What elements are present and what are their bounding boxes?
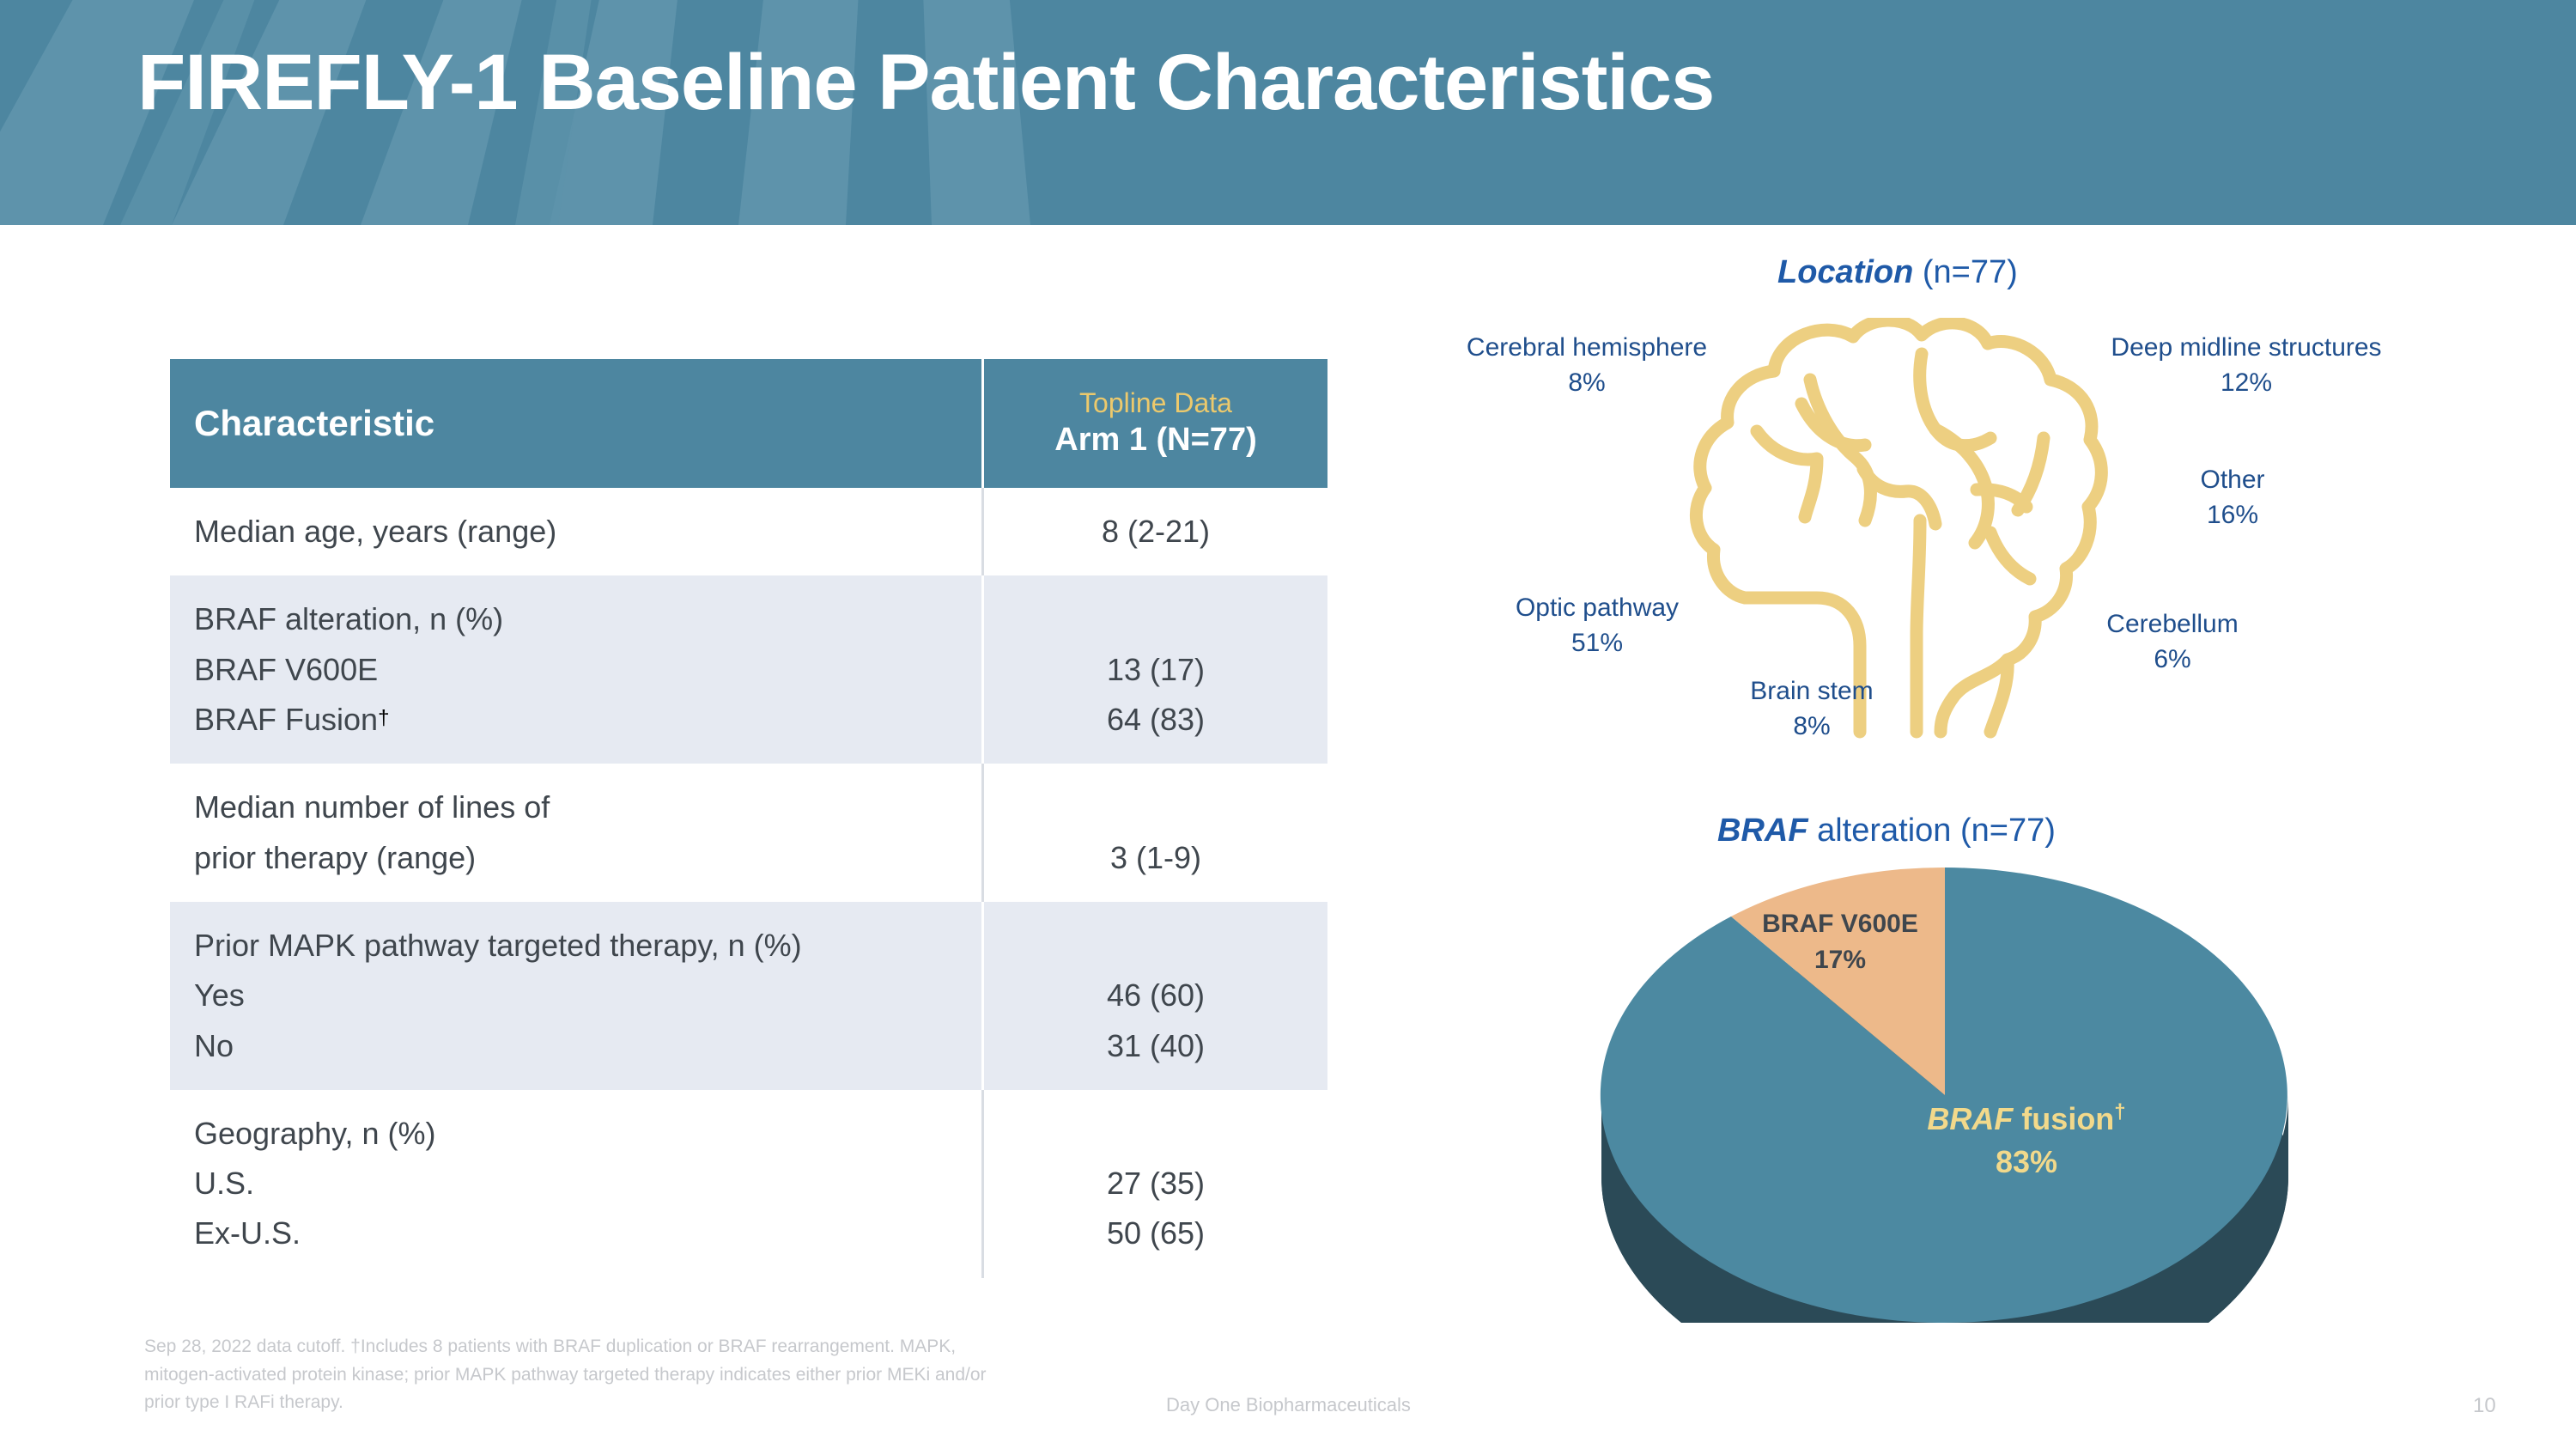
row-label: Median age, years (range)	[194, 514, 557, 549]
row-value: 13 (17) 64 (83)	[1106, 651, 1206, 737]
page-title: FIREFLY-1 Baseline Patient Characteristi…	[137, 39, 1715, 126]
arm1-label: Arm 1 (N=77)	[1054, 422, 1257, 459]
row-value: 3 (1-9)	[1109, 839, 1202, 875]
pie-label-fusion-word: fusion	[2013, 1101, 2115, 1136]
row-label: Geography, n (%) U.S. Ex-U.S.	[194, 1115, 436, 1251]
footer-page-number: 10	[2473, 1394, 2496, 1417]
pie-title-rest: alteration (n=77)	[1807, 813, 2056, 849]
pie-slice-braf-v600e	[1731, 868, 1945, 1095]
table-row: Median number of lines of prior therapy …	[170, 764, 1327, 902]
brain-label-cerebellum: Cerebellum 6%	[2106, 610, 2239, 673]
slide-header-band: FIREFLY-1 Baseline Patient Characteristi…	[0, 0, 2576, 225]
location-title-emphasis: Location	[1777, 254, 1914, 290]
row-label: Median number of lines of prior therapy …	[194, 789, 550, 875]
table-header-arm1: Topline Data Arm 1 (N=77)	[984, 359, 1327, 488]
table-row: BRAF alteration, n (%) BRAF V600E BRAF F…	[170, 575, 1327, 764]
brain-label-brain-stem: Brain stem 8%	[1750, 677, 1874, 740]
brain-label-optic-pathway: Optic pathway 51%	[1515, 594, 1680, 657]
row-value: 46 (60) 31 (40)	[1106, 977, 1206, 1063]
table-row: Median age, years (range) 8 (2-21)	[170, 488, 1327, 575]
pie-label-braf-fusion: BRAF fusion† 83%	[1880, 1098, 2172, 1184]
table-row: Geography, n (%) U.S. Ex-U.S. 27 (35) 50…	[170, 1090, 1327, 1278]
pie-slice-braf-fusion	[1600, 868, 2287, 1323]
table-header-row: Characteristic Topline Data Arm 1 (N=77)	[170, 359, 1327, 488]
pie-label-fusion-value: 83%	[1995, 1144, 2058, 1180]
footnote-dagger-marker: †	[378, 706, 390, 730]
location-title-rest: (n=77)	[1913, 254, 2018, 290]
table-header-characteristic: Characteristic	[194, 403, 435, 443]
pie-label-fusion-gene: BRAF	[1927, 1101, 2014, 1136]
pie-label-v600e-value: 17%	[1814, 946, 1867, 974]
brain-label-deep-midline-structures: Deep midline structures 12%	[2111, 333, 2382, 397]
footer-company-name: Day One Biopharmaceuticals	[1166, 1394, 1411, 1416]
baseline-characteristics-table: Characteristic Topline Data Arm 1 (N=77)…	[170, 359, 1327, 1278]
row-value: 8 (2-21)	[1101, 514, 1211, 549]
topline-data-label: Topline Data	[1079, 387, 1232, 419]
pie-label-fusion-dagger: †	[2114, 1100, 2126, 1123]
braf-alteration-chart-title: BRAF alteration (n=77)	[1717, 813, 2056, 849]
table-row: Prior MAPK pathway targeted therapy, n (…	[170, 901, 1327, 1090]
location-chart-title: Location (n=77)	[1777, 254, 2018, 291]
row-value: 27 (35) 50 (65)	[1106, 1166, 1206, 1251]
pie-label-v600e-name: BRAF V600E	[1762, 910, 1918, 938]
slide-footnote: Sep 28, 2022 data cutoff. †Includes 8 pa…	[144, 1336, 987, 1413]
brain-outline-icon	[1689, 318, 2108, 739]
row-label: Prior MAPK pathway targeted therapy, n (…	[194, 927, 802, 1063]
braf-alteration-pie-chart	[1600, 868, 2288, 1323]
brain-label-other: Other 16%	[2200, 466, 2265, 529]
row-label: BRAF alteration, n (%) BRAF V600E BRAF F…	[194, 601, 504, 737]
brain-label-cerebral-hemisphere: Cerebral hemisphere 8%	[1466, 333, 1708, 397]
pie-title-emphasis: BRAF	[1717, 813, 1808, 849]
sunburst-rays-decoration	[0, 0, 1030, 225]
pie-label-braf-v600e: BRAF V600E 17%	[1733, 906, 1947, 978]
